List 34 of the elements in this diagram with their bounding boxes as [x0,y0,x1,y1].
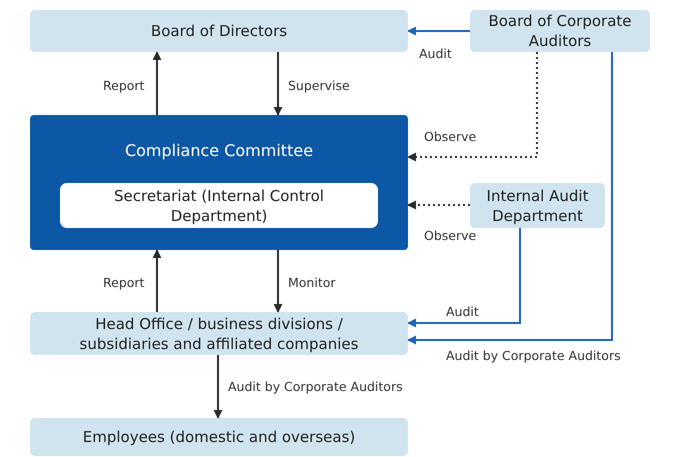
node-text: Board of Corporate Auditors [487,11,633,51]
arrow [152,249,162,312]
arrow [214,355,222,419]
edge-label: Supervise [287,78,351,93]
node-text: Compliance Committee [124,141,314,161]
edge-label: Audit [418,46,453,61]
node-text: Board of Directors [150,21,288,41]
arrow [407,200,470,210]
node-text: Internal Audit Department [486,186,590,226]
committee-panel [30,115,408,250]
arrow [274,52,282,116]
edge-label: Observe [423,228,478,243]
process-box [30,312,408,355]
arrow [407,228,521,328]
arrow [407,52,613,344]
arrow [407,26,470,36]
edge-label: Monitor [287,275,337,290]
edge-label: Report [102,275,146,290]
process-box [470,10,650,52]
arrow [274,250,282,313]
arrow [152,51,162,115]
node-text: Secretariat (Internal Control Department) [113,186,325,226]
process-box [60,183,378,228]
node-text: Employees (domestic and overseas) [82,427,356,447]
process-box [30,10,408,52]
process-box [470,183,605,228]
arrow [407,52,538,162]
edge-label: Audit by Corporate Auditors [227,379,404,394]
edge-label: Audit [445,304,480,319]
node-text: Head Office / business divisions / subsidiaries and affiliated companies [78,314,360,354]
edge-label: Audit by Corporate Auditors [445,348,622,363]
edge-label: Report [102,78,146,93]
edge-label: Observe [423,129,478,144]
process-box [30,418,408,456]
